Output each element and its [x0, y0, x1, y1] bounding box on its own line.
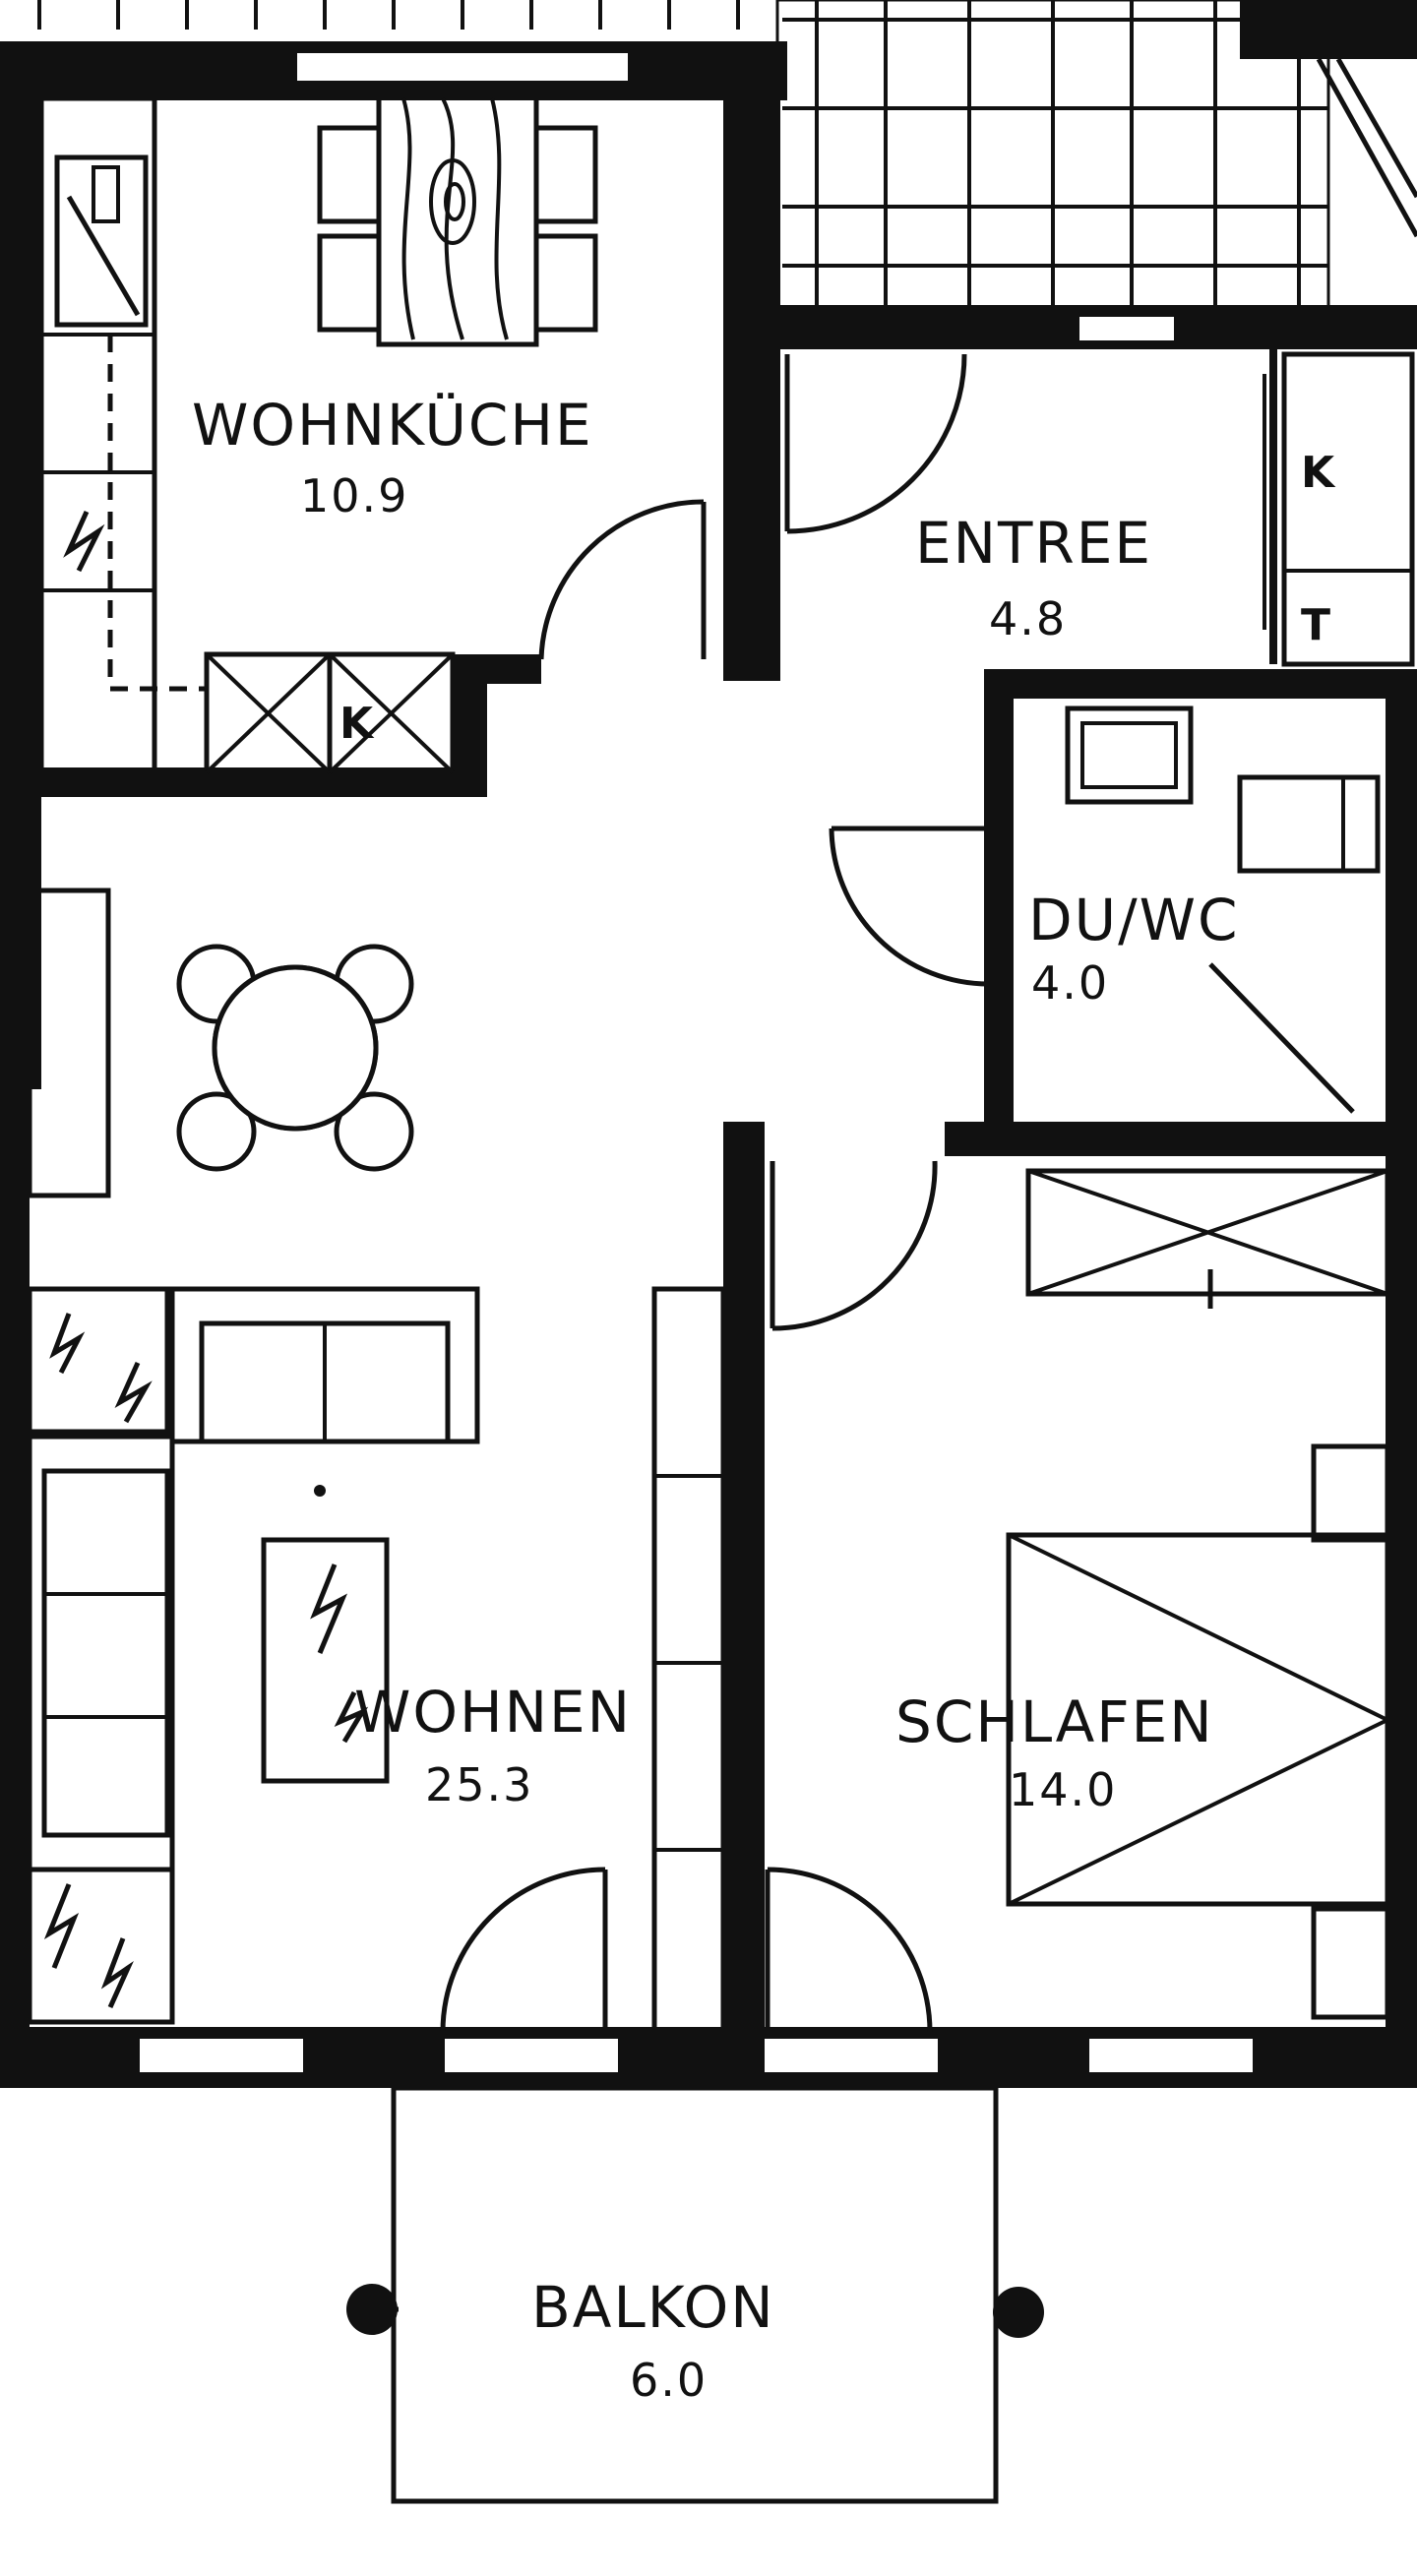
room-name-schlafen: SCHLAFEN — [895, 1688, 1214, 1755]
coat-mark-entree: T — [1301, 600, 1332, 650]
room-name-balkon: BALKON — [531, 2274, 775, 2341]
balcony — [346, 2085, 1044, 2504]
room-name-entree: ENTREE — [915, 510, 1152, 577]
room-name-wohnen: WOHNEN — [354, 1679, 632, 1746]
windows — [136, 49, 1257, 2076]
closet-mark-entree: K — [1301, 448, 1336, 498]
entree-furniture — [784, 351, 1415, 987]
room-name-wohnkueche: WOHNKÜCHE — [192, 392, 593, 459]
bathroom-fixtures — [1065, 705, 1381, 1114]
room-name-duwc: DU/WC — [1028, 887, 1240, 953]
kitchen-furniture — [38, 91, 707, 780]
room-area-wohnen: 25.3 — [425, 1758, 533, 1811]
room-area-schlafen: 14.0 — [1009, 1763, 1117, 1816]
closet-mark-kitchen: K — [339, 699, 375, 749]
room-labels: WOHNKÜCHE 10.9 ENTREE 4.8 DU/WC 4.0 WOHN… — [192, 392, 1336, 2407]
living-furniture — [27, 888, 726, 2040]
room-area-balkon: 6.0 — [630, 2354, 708, 2407]
room-area-entree: 4.8 — [989, 592, 1067, 645]
room-area-wohnkueche: 10.9 — [300, 469, 408, 522]
room-area-duwc: 4.0 — [1031, 956, 1109, 1010]
terrace-tiles — [37, 0, 1417, 317]
bedroom-furniture — [765, 1160, 1390, 2033]
walls — [0, 41, 1417, 2088]
